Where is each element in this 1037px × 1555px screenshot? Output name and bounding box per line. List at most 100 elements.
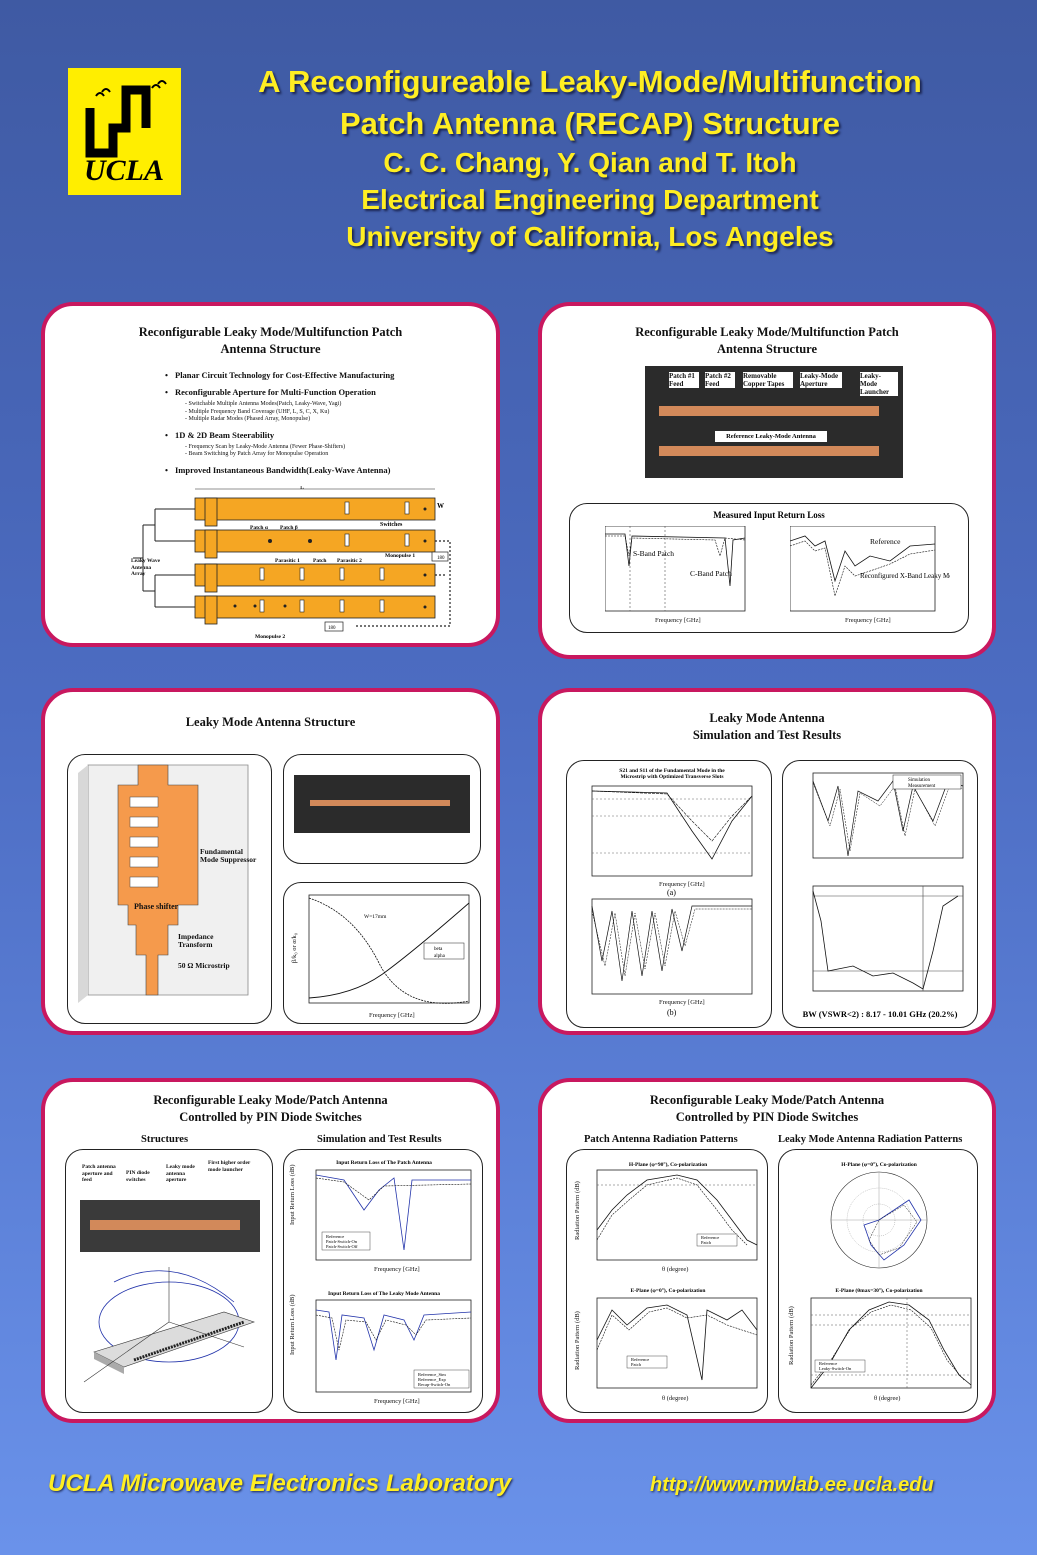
university: University of California, Los Angeles [346,221,834,252]
patch-patterns-box: H-Plane (φ=90°), Co-polarization Referen… [566,1149,768,1413]
label-patch: Patch [313,558,326,564]
rad-plot4-ylabel: Radiation Pattern (dB) [788,1306,795,1365]
label-patch-aperture: Patch antenna aperture and feed [82,1164,116,1183]
panel2-title-line2: Antenna Structure [716,342,818,356]
return-loss-chart-box: Measured Input Return Loss S-Band Patch … [569,503,969,633]
rad-legend2-patch: Patch [631,1362,642,1367]
feature-list: Planar Circuit Technology for Cost-Effec… [165,364,465,476]
rad-legend4-leaky: Leaky-Switch-On [819,1366,852,1371]
fabricated-antenna-photo: Reference Leaky-Mode Antenna Patch #1 Fe… [645,366,903,478]
rad-legend1-ref: Reference [701,1235,719,1240]
label-patch-alpha: Patch α [250,525,269,531]
pin-structure-box: Patch antenna aperture and feed PIN diod… [65,1149,273,1413]
right-plot-xlabel: Frequency [GHz] [845,617,891,624]
label-monopulse1: Monopulse 1 [385,553,415,559]
pin-plot2-ylabel: Input Return Loss (dB) [289,1295,296,1355]
panel1-title-line2: Antenna Structure [220,342,321,356]
dispersion-plot-box: beta alpha W=17mm Frequency [GHz] β/k₀ o… [283,882,481,1024]
ucla-logo-icon: UCLA [84,80,167,187]
rad-plot2-xlabel: θ (degree) [662,1395,688,1402]
return-loss-chart-title: Measured Input Return Loss [713,510,825,520]
plot-a-title: S21 and S11 of the Fundamental Mode in t… [619,768,725,780]
panel4-title-line2: Simulation and Test Results [692,728,842,742]
plot-a-label: (a) [667,888,676,897]
pin-legend2-on: Recap-Switch-On [418,1382,451,1387]
pin-plot1-ylabel: Input Return Loss (dB) [289,1165,296,1225]
label-suppressor: Fundamental Mode Suppressor [200,847,257,864]
antenna-array-diagram: L W Switches Patch α Patch β Parasitic 1… [133,486,451,640]
pin-legend1-on: Patch-Switch-On [326,1239,358,1244]
vswr-plots: Simulation Measurement [812,772,964,992]
label-box-2: 180 [328,626,336,631]
footer-url[interactable]: http://www.mwlab.ee.ucla.edu [650,1474,934,1496]
bullet-3: 1D & 2D Beam Steerability - Frequency Sc… [165,430,465,459]
rad-legend2-ref: Reference [631,1357,649,1362]
label-patch-beta: Patch β [280,525,298,531]
panel-structure-photo: Reconfigurable Leaky Mode/Multifunction … [538,302,996,659]
plot-annotation: W=17mm [364,914,387,920]
label-parasitic1: Parasitic 1 [275,558,300,564]
label-leaky-aperture: Leaky-Mode Aperture [800,372,842,388]
rad-legend1-patch: Patch [701,1240,712,1245]
leaky-pattern-plots: H-Plane (φ=0°), Co-polarization E-Plane … [788,1161,972,1402]
ucla-logo: UCLA [68,68,181,195]
plot-b-xlabel: Frequency [GHz] [659,999,705,1006]
ann-s-band: S-Band Patch [633,549,674,558]
ann-reference: Reference [870,537,901,546]
label-box-1: 180 [437,556,445,561]
bullet-3-sub-1: - Frequency Scan by Leaky-Mode Antenna (… [185,443,346,450]
pin-legend1-off: Patch-Switch-Off [326,1244,358,1249]
label-pin-switches: PIN diode switches [126,1170,150,1183]
panel5-title-line1: Reconfigurable Leaky Mode/Patch Antenna [153,1093,388,1107]
pin-plot1-xlabel: Frequency [GHz] [374,1266,420,1273]
label-microstrip: 50 Ω Microstrip [178,961,230,970]
dispersion-xlabel: Frequency [GHz] [369,1012,415,1019]
rad-plot2-title: E-Plane (φ=0°), Co-polarization [631,1287,706,1294]
rad-plot1-title: H-Plane (φ=90°), Co-polarization [629,1161,707,1168]
label-impedance: Impedance Transform [178,932,214,949]
logo-text: UCLA [84,154,164,187]
pin-return-loss-plots: Input Return Loss of The Patch Antenna R… [289,1160,472,1405]
label-switches: Switches [380,522,403,528]
label-leaky-launcher: Leaky-Mode Launcher [860,372,898,396]
pin-legend2-exp: Reference_Exp [418,1377,446,1382]
s-param-plots: Frequency [GHz] (a) Frequency [GHz] (b) [591,785,753,1017]
label-leaky-array: Leaky Wave Antenna Array [131,558,161,577]
leaky-photo-box [283,754,481,864]
leaky-layout-box: Fundamental Mode Suppressor Phase shifte… [67,754,272,1024]
panel1-title-line1: Reconfigurable Leaky Mode/Multifunction … [138,325,403,339]
s-param-box: S21 and S11 of the Fundamental Mode in t… [566,760,772,1028]
panel5-left-subtitle: Structures [141,1134,189,1145]
ann-reconfigured: Reconfigured X-Band Leaky Mode Antenna [860,572,950,580]
vswr-box: Simulation Measurement BW (VSWR<2) : 8.1… [782,760,978,1028]
leaky-layout-diagram [78,764,249,1003]
label-parasitic2: Parasitic 2 [337,558,362,564]
pin-3d-diagram [83,1267,255,1383]
reference-label: Reference Leaky-Mode Antenna [715,431,827,442]
label-patch1-feed: Patch #1 Feed [669,372,699,388]
legend-alpha: alpha [434,954,446,959]
rad-plot2-ylabel: Radiation Pattern (dB) [574,1311,581,1370]
pin-legend1-ref: Reference [326,1234,344,1239]
pin-legend2-sim: Reference_Sim [418,1372,446,1377]
panel6-right-subtitle: Leaky Mode Antenna Radiation Patterns [778,1134,963,1145]
bullet-2-sub-2: - Multiple Frequency Band Coverage (UHF,… [185,408,330,415]
plot-b-label: (b) [667,1008,677,1017]
panel-structure-overview: Reconfigurable Leaky Mode/Multifunction … [41,302,500,647]
dim-L: L [300,486,304,491]
bullet-3-sub-2: - Beam Switching by Patch Array for Mono… [185,451,329,457]
pin-plot1-title: Input Return Loss of The Patch Antenna [336,1160,432,1166]
pin-plot2-title: Input Return Loss of The Leaky Mode Ante… [328,1291,440,1297]
bullet-2: Reconfigurable Aperture for Multi-Functi… [165,387,465,424]
panel-leaky-structure: Leaky Mode Antenna Structure Fundamental… [41,688,500,1035]
label-patch2-feed: Patch #2 Feed [705,372,735,388]
patch-pattern-plots: H-Plane (φ=90°), Co-polarization Referen… [574,1161,758,1402]
plot-a-xlabel: Frequency [GHz] [659,881,705,888]
footer-lab-name: UCLA Microwave Electronics Laboratory [48,1470,512,1497]
dispersion-ylabel: β/k₀ or α/k₀ [291,933,298,963]
panel2-title-line1: Reconfigurable Leaky Mode/Multifunction … [635,325,899,339]
bullet-2-sub-1: - Switchable Multiple Antenna Modes(Patc… [185,401,342,407]
pin-antenna-photo [80,1200,260,1252]
bullet-1: Planar Circuit Technology for Cost-Effec… [165,370,465,381]
authors: C. C. Chang, Y. Qian and T. Itoh [383,147,797,178]
